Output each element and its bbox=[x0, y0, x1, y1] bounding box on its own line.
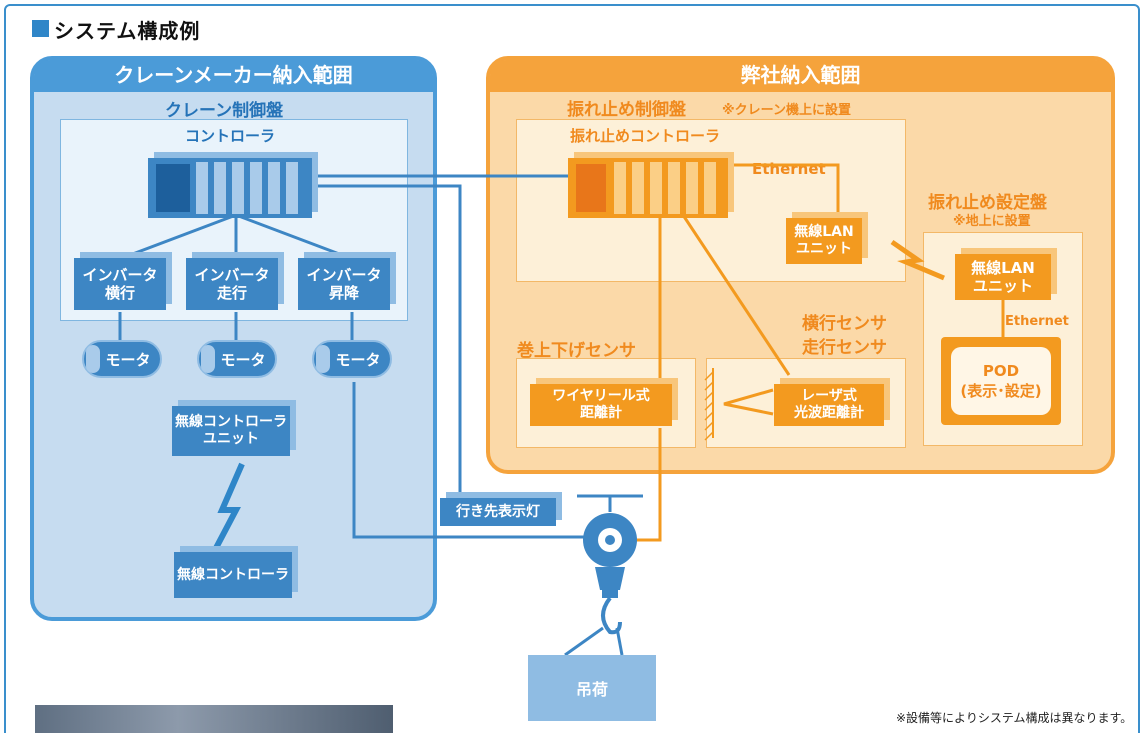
inverter-traverse: インバータ 横行 bbox=[74, 258, 166, 310]
wlan-unit-line1: 無線LAN bbox=[794, 224, 854, 241]
laser-line1: レーザ式 bbox=[801, 388, 857, 405]
inverter-label: インバータ bbox=[194, 266, 270, 284]
sway-controller-rack-icon bbox=[568, 152, 734, 218]
sway-control-panel-note: ※クレーン機上に設置 bbox=[722, 103, 851, 118]
inverter-label: インバータ bbox=[82, 266, 158, 284]
wireless-signal-blue-icon bbox=[213, 462, 245, 550]
ethernet-label-bottom: Ethernet bbox=[1005, 314, 1069, 329]
wlan-unit-crane: 無線LAN ユニット bbox=[786, 218, 862, 264]
motor-hoist: モータ bbox=[312, 340, 392, 378]
laser-line2: 光波距離計 bbox=[794, 405, 864, 421]
suspended-load: 吊荷 bbox=[528, 655, 656, 721]
wire-reel-line2: 距離計 bbox=[580, 405, 622, 421]
wireless-unit-line2: ユニット bbox=[203, 431, 259, 447]
heading-marker bbox=[32, 20, 49, 37]
target-plate-icon bbox=[704, 371, 714, 441]
sway-control-panel-label: 振れ止め制御盤 bbox=[567, 100, 686, 120]
crane-control-panel-label: クレーン制御盤 bbox=[165, 101, 284, 121]
sway-setting-panel-label: 振れ止め設定盤 bbox=[928, 193, 1047, 213]
traverse-sensor-label: 横行センサ bbox=[802, 314, 887, 334]
inverter-label: インバータ bbox=[306, 266, 382, 284]
wlan-unit-line2: ユニット bbox=[796, 241, 852, 257]
our-scope-title: 弊社納入範囲 bbox=[490, 60, 1111, 92]
laser-rangefinder: レーザ式 光波距離計 bbox=[774, 384, 884, 426]
outer-frame bbox=[4, 4, 1140, 733]
pod-label: POD bbox=[982, 361, 1020, 380]
travel-sensor-label: 走行センサ bbox=[802, 338, 887, 358]
pod-screen: POD (表示･設定) bbox=[951, 347, 1051, 415]
cargo-label: 吊荷 bbox=[575, 680, 608, 699]
wireless-controller: 無線コントローラ bbox=[174, 552, 292, 598]
wireless-signal-orange-icon bbox=[890, 239, 945, 281]
sway-controller-label: 振れ止めコントローラ bbox=[570, 127, 721, 145]
wlan-unit-ground: 無線LAN ユニット bbox=[955, 254, 1051, 300]
motor-travel: モータ bbox=[197, 340, 277, 378]
inverter-axis: 横行 bbox=[104, 284, 135, 302]
wire-reel-line1: ワイヤリール式 bbox=[552, 388, 650, 405]
pod-terminal[interactable]: POD (表示･設定) bbox=[941, 337, 1061, 425]
destination-display-light: 行き先表示灯 bbox=[440, 498, 556, 526]
wire-reel-rangefinder: ワイヤリール式 距離計 bbox=[530, 384, 672, 426]
wireless-controller-unit: 無線コントローラ ユニット bbox=[172, 406, 290, 456]
page-title: システム構成例 bbox=[54, 19, 201, 43]
inverter-hoist: インバータ 昇降 bbox=[298, 258, 390, 310]
controller-label: コントローラ bbox=[185, 127, 276, 145]
inverter-axis: 昇降 bbox=[328, 284, 359, 302]
wireless-unit-line1: 無線コントローラ bbox=[175, 414, 287, 431]
crane-photo bbox=[35, 705, 393, 733]
motor-label: モータ bbox=[105, 350, 151, 369]
hoist-sensor-label: 巻上下げセンサ bbox=[517, 341, 636, 361]
inverter-axis: 走行 bbox=[216, 284, 247, 302]
wlan-unit-line2: ユニット bbox=[972, 277, 1033, 295]
motor-label: モータ bbox=[220, 350, 266, 369]
motor-traverse: モータ bbox=[82, 340, 162, 378]
controller-rack-icon bbox=[148, 152, 318, 218]
crane-maker-scope-title: クレーンメーカー納入範囲 bbox=[34, 60, 433, 92]
sway-setting-panel-note: ※地上に設置 bbox=[953, 214, 1031, 229]
hook-assembly-icon bbox=[563, 494, 643, 721]
pod-sublabel: (表示･設定) bbox=[960, 381, 1042, 400]
wireless-controller-label: 無線コントローラ bbox=[177, 566, 289, 583]
destination-light-label: 行き先表示灯 bbox=[456, 503, 540, 520]
inverter-travel: インバータ 走行 bbox=[186, 258, 278, 310]
footnote: ※設備等によりシステム構成は異なります。 bbox=[896, 711, 1133, 725]
motor-label: モータ bbox=[335, 350, 381, 369]
wlan-unit-line1: 無線LAN bbox=[971, 259, 1035, 277]
